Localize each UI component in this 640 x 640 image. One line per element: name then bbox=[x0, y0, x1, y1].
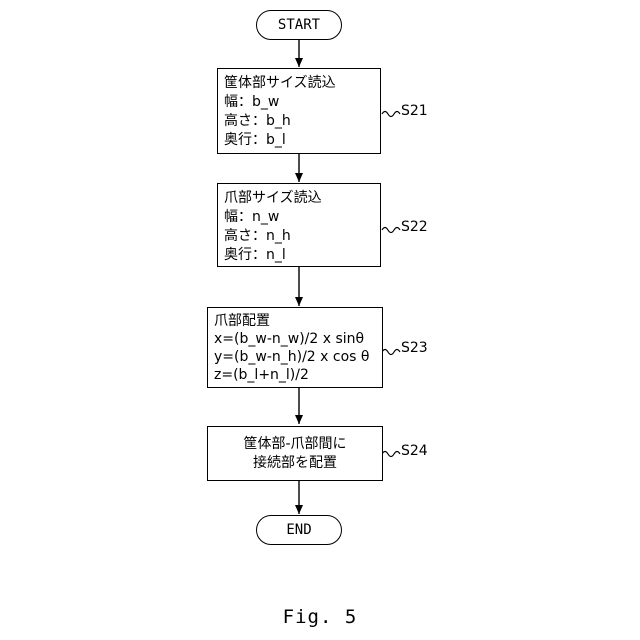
s23-line-4: z=(b_l+n_l)/2 bbox=[214, 366, 376, 384]
start-terminal: START bbox=[256, 10, 342, 40]
start-label: START bbox=[278, 17, 320, 33]
s21-line-2: 幅：b_w bbox=[224, 93, 374, 112]
end-label: END bbox=[286, 522, 311, 538]
s21-line-4: 奥行：b_l bbox=[224, 131, 374, 150]
figure-caption: Fig. 5 bbox=[0, 606, 640, 628]
end-terminal: END bbox=[256, 515, 342, 545]
process-box-s24: 筐体部-爪部間に 接続部を配置 bbox=[207, 426, 383, 481]
step-label-s24: S24 bbox=[401, 443, 428, 459]
leader-s24 bbox=[382, 452, 400, 457]
s22-line-2: 幅：n_w bbox=[224, 208, 374, 227]
s21-line-3: 高さ：b_h bbox=[224, 112, 374, 131]
s23-line-2: x=(b_w-n_w)/2 x sinθ bbox=[214, 330, 376, 348]
s22-line-3: 高さ：n_h bbox=[224, 227, 374, 246]
s23-line-1: 爪部配置 bbox=[214, 312, 376, 330]
s22-line-1: 爪部サイズ読込 bbox=[224, 189, 374, 208]
process-box-s23: 爪部配置 x=(b_w-n_w)/2 x sinθ y=(b_w-n_h)/2 … bbox=[207, 307, 383, 388]
leader-s22 bbox=[382, 228, 400, 233]
s22-line-4: 奥行：n_l bbox=[224, 246, 374, 265]
step-label-s21: S21 bbox=[401, 103, 428, 119]
s23-line-3: y=(b_w-n_h)/2 x cos θ bbox=[214, 348, 376, 366]
process-box-s22: 爪部サイズ読込 幅：n_w 高さ：n_h 奥行：n_l bbox=[217, 183, 381, 267]
s21-line-1: 筐体部サイズ読込 bbox=[224, 74, 374, 93]
s24-line-1: 筐体部-爪部間に bbox=[243, 435, 346, 454]
step-label-s22: S22 bbox=[401, 219, 428, 235]
process-box-s21: 筐体部サイズ読込 幅：b_w 高さ：b_h 奥行：b_l bbox=[217, 68, 381, 154]
s24-line-2: 接続部を配置 bbox=[253, 454, 337, 473]
leader-s23 bbox=[382, 350, 400, 355]
leader-s21 bbox=[382, 112, 400, 117]
step-label-s23: S23 bbox=[401, 340, 428, 356]
